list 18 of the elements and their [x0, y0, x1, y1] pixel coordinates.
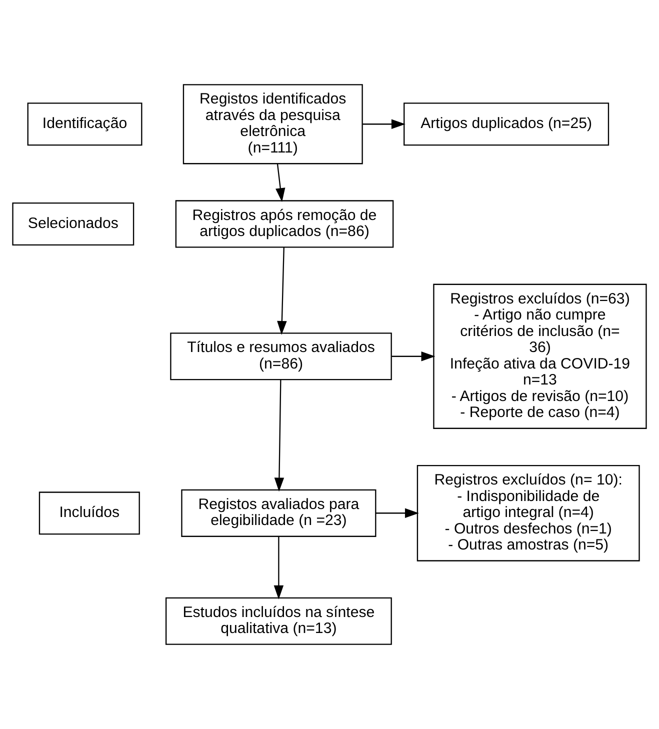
- arrow: [276, 164, 286, 202]
- arrow: [362, 119, 406, 129]
- node-box: Identificação: [27, 102, 142, 146]
- arrow: [274, 380, 284, 492]
- arrow: [376, 508, 419, 518]
- node-box: Incluídos: [38, 492, 140, 535]
- arrow: [392, 351, 436, 362]
- node-box: Registros após remoção de artigos duplicados (n=86): [175, 200, 394, 248]
- node-box: Registos identificados através da pesquisa eletrônica (n=111): [182, 84, 363, 164]
- node-box: Registros excluídos (n=63) - Artigo não cumpre critérios de inclusão (n= 36) Infeção ativa da COVID-19 n=13 - Artigos de revisão (n=10) - Reporte de caso (n=4): [433, 284, 647, 429]
- node-box: Registros excluídos (n= 10): - Indisponibilidade de artigo integral (n=4) - Outros desfechos (n=1) - Outras amostras (n=5): [416, 464, 640, 562]
- arrow: [274, 536, 284, 600]
- node-box: Estudos incluídos na síntese qualitativa (n=13): [165, 597, 392, 645]
- arrow: [277, 247, 287, 335]
- node-box: Registos avaliados para elegibilidade (n =23): [181, 489, 376, 537]
- node-box: Títulos e resumos avaliados (n=86): [170, 332, 392, 380]
- node-box: Selecionados: [12, 202, 134, 246]
- node-box: Artigos duplicados (n=25): [404, 102, 610, 146]
